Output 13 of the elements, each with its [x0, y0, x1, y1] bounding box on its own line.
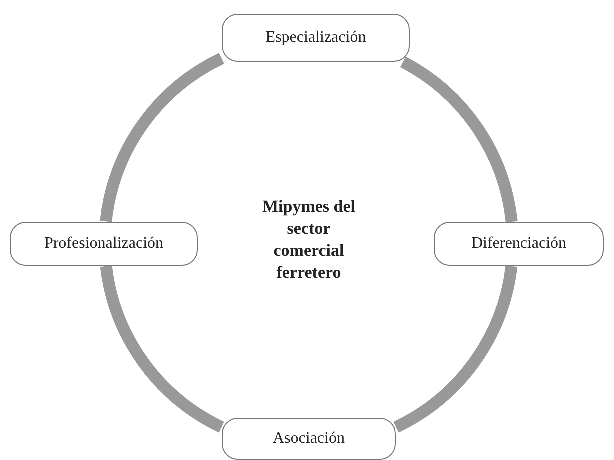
rounded-box	[222, 14, 410, 62]
node-label: Asociación	[273, 430, 345, 448]
connector-arc	[393, 265, 518, 433]
rounded-box	[434, 222, 604, 266]
connector-arc	[100, 53, 225, 223]
connector-arc	[100, 265, 225, 433]
rounded-box	[222, 418, 396, 460]
node-label: Profesionalización	[44, 235, 164, 253]
rounded-box	[10, 222, 198, 266]
node-label: Diferenciación	[471, 235, 567, 253]
center-label: Mipymes del sector comercial ferretero	[261, 196, 357, 284]
connector-arc	[400, 56, 518, 223]
node-label: Especialización	[266, 29, 366, 47]
